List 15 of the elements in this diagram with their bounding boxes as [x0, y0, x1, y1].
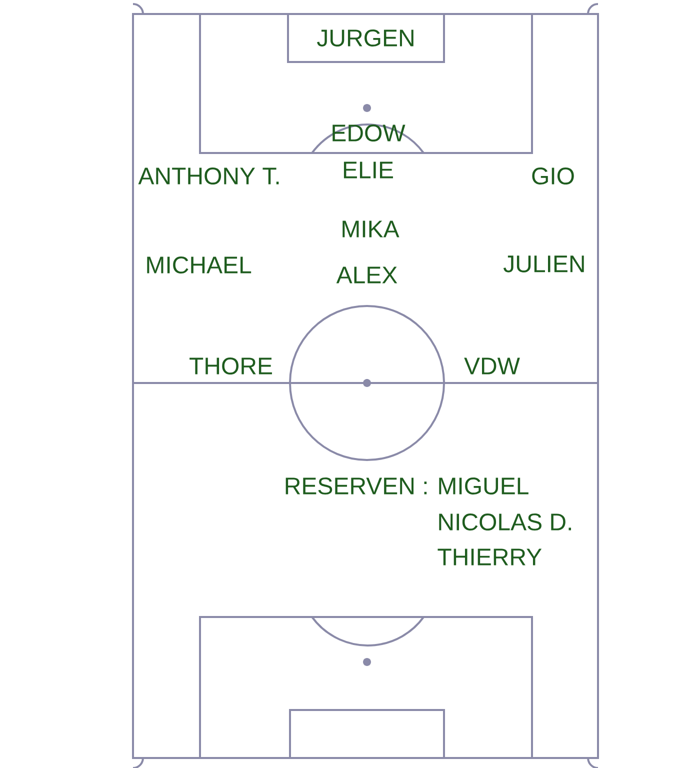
player-name: GIO — [532, 168, 574, 184]
player-name: ANTHONY T. — [138, 168, 279, 184]
player-name: MICHAEL — [147, 256, 252, 274]
player-name: EDOW — [332, 124, 406, 142]
player-name: ELIE — [344, 162, 393, 178]
player-name: THIERRY — [438, 548, 542, 566]
player-name: JULIEN — [504, 256, 584, 272]
goal-box: JURGEN — [287, 13, 445, 63]
player-name: MIGUEL — [439, 478, 528, 494]
player-name: THORE — [190, 358, 272, 374]
player-name: RESERVEN : — [286, 478, 427, 494]
player-name: MIKA — [342, 220, 400, 238]
player-name: VDW — [464, 358, 520, 374]
player-name: ALEX — [336, 266, 398, 284]
player-name: NICOLAS D. — [439, 514, 571, 530]
